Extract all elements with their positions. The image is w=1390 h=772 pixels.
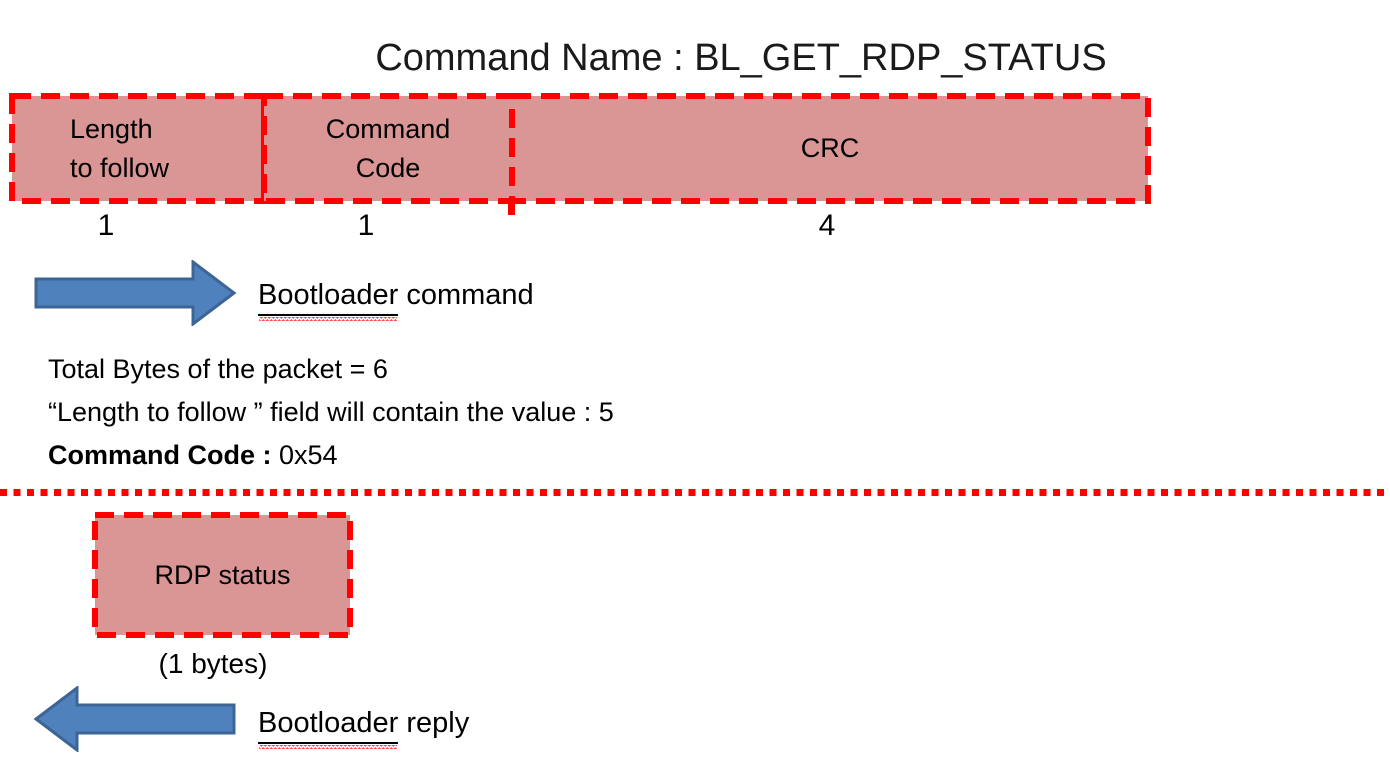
field-label-line1: Command [325,113,451,144]
field-label-line1: Length [70,113,153,144]
dashed-border [92,512,353,638]
field-label: CRC [512,96,1148,201]
note-total-bytes: Total Bytes of the packet = 6 [48,354,388,384]
dashed-border [509,93,1151,204]
field-box-crc: CRC [509,93,1151,204]
field-box-rdp-status: RDP status [92,512,353,638]
packet-notes: Total Bytes of the packet = 6 “Length to… [48,348,614,477]
reply-word: reply [398,707,470,739]
dashed-border [261,93,515,204]
note-command-code-value: 0x54 [271,440,338,470]
note-length-field: “Length to follow ” field will contain t… [48,397,614,427]
note-command-code: Command Code : 0x54 [48,434,614,477]
bootloader-reply-label: Bootloader reply [258,705,470,749]
field-label: Command Code [264,96,512,201]
field-label-line1: CRC [800,133,860,163]
field-box-length-to-follow: Length to follow [9,93,267,204]
stray-dash-mark [508,204,515,215]
byte-count-length: 1 [97,209,115,242]
section-divider [0,489,1390,496]
page-title: Command Name : BL_GET_RDP_STATUS [375,37,1107,79]
byte-count-crc: 4 [818,209,836,242]
byte-count-command-code: 1 [357,209,375,242]
command-word: command [398,279,534,311]
field-label: Length to follow [12,96,264,201]
bootloader-word: Bootloader [258,277,399,321]
right-arrow-icon [34,260,237,326]
rdp-size-caption: (1 bytes) [158,648,268,679]
field-label-line1: RDP status [154,559,291,590]
field-label-line2: Code [355,152,421,183]
field-label: RDP status [95,515,350,635]
note-command-code-bold: Command Code : [48,440,272,470]
left-arrow-icon [33,686,236,752]
field-box-command-code: Command Code [261,93,515,204]
field-label-line2: to follow [70,152,170,183]
bootloader-command-label: Bootloader command [258,277,534,321]
bootloader-word: Bootloader [258,705,399,749]
